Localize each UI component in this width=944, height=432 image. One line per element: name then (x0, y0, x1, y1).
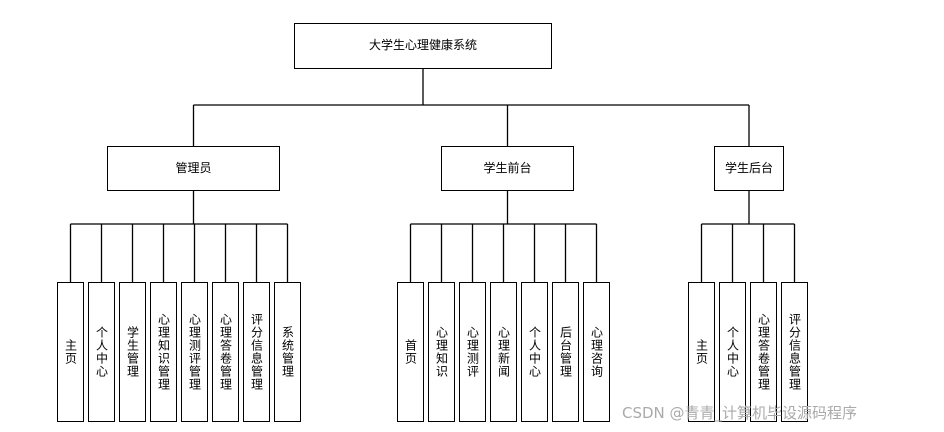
leaf-node: 心理答卷管理 (750, 282, 777, 422)
leaf-node: 主页 (688, 282, 715, 422)
leaf-node: 个人中心 (521, 282, 548, 422)
leaf-node: 心理新闻 (490, 282, 517, 422)
leaf-node-label: 心理测评管理 (187, 313, 202, 391)
group-node-label: 学生后台 (724, 160, 773, 175)
leaf-node-label: 主页 (694, 339, 709, 365)
leaf-node-label: 心理咨询 (589, 326, 604, 378)
leaf-node: 个人中心 (88, 282, 115, 422)
leaf-node: 评分信息管理 (781, 282, 808, 422)
leaf-node-label: 心理测评 (465, 326, 480, 378)
leaf-node: 主页 (57, 282, 84, 422)
group-node-label: 学生前台 (483, 160, 532, 175)
leaf-node-label: 学生管理 (125, 326, 140, 378)
group-node-admin: 管理员 (107, 146, 280, 191)
leaf-node: 首页 (397, 282, 424, 422)
leaf-node: 心理测评 (459, 282, 486, 422)
group-node-label: 管理员 (175, 160, 212, 175)
leaf-node: 后台管理 (552, 282, 579, 422)
leaf-node: 评分信息管理 (243, 282, 270, 422)
watermark: CSDN @青青_计算机毕设源码程序 (622, 404, 858, 422)
leaf-node: 学生管理 (119, 282, 146, 422)
leaf-node-label: 个人中心 (725, 326, 740, 378)
leaf-node: 心理知识 (428, 282, 455, 422)
leaf-node-label: 系统管理 (280, 326, 295, 378)
group-node-student-backend: 学生后台 (714, 146, 784, 191)
leaf-node: 个人中心 (719, 282, 746, 422)
leaf-node: 心理测评管理 (181, 282, 208, 422)
leaf-node-label: 个人中心 (94, 326, 109, 378)
leaf-node-label: 个人中心 (527, 326, 542, 378)
leaf-node: 系统管理 (274, 282, 301, 422)
leaf-node-label: 心理新闻 (496, 326, 511, 378)
leaf-node-label: 心理答卷管理 (756, 313, 771, 391)
leaf-node-label: 心理知识管理 (156, 313, 171, 391)
leaf-node-label: 主页 (63, 339, 78, 365)
leaf-node: 心理知识管理 (150, 282, 177, 422)
leaf-node-label: 评分信息管理 (787, 313, 802, 391)
root-node: 大学生心理健康系统 (294, 23, 552, 69)
group-node-student-frontend: 学生前台 (441, 146, 574, 191)
leaf-node: 心理咨询 (583, 282, 610, 422)
leaf-node-label: 首页 (403, 339, 418, 365)
leaf-node-label: 后台管理 (558, 326, 573, 378)
leaf-node-label: 心理知识 (434, 326, 449, 378)
leaf-node-label: 心理答卷管理 (218, 313, 233, 391)
root-node-label: 大学生心理健康系统 (368, 38, 477, 53)
leaf-node-label: 评分信息管理 (249, 313, 264, 391)
leaf-node: 心理答卷管理 (212, 282, 239, 422)
